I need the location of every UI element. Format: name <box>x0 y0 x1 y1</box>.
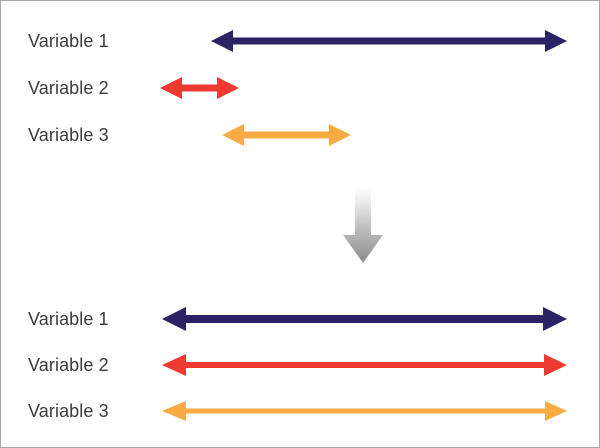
double-arrow-shape <box>162 354 567 376</box>
top-arrow-variable-3 <box>222 124 351 146</box>
down-arrow-shape <box>343 187 383 263</box>
double-arrow-shape <box>211 30 567 52</box>
bottom-label-variable-2: Variable 2 <box>28 355 109 375</box>
double-arrow-shape <box>162 401 567 421</box>
double-arrow-shape <box>222 124 351 146</box>
top-arrow-variable-1 <box>211 30 567 52</box>
bottom-label-variable-3: Variable 3 <box>28 401 109 421</box>
bottom-arrow-variable-1 <box>162 307 567 331</box>
bottom-label-variable-1: Variable 1 <box>28 309 109 329</box>
top-label-variable-1: Variable 1 <box>28 31 109 51</box>
top-label-variable-3: Variable 3 <box>28 125 109 145</box>
top-arrow-variable-2 <box>160 77 239 99</box>
arrow-down-icon <box>343 187 383 263</box>
bottom-arrow-variable-2 <box>162 354 567 376</box>
top-label-variable-2: Variable 2 <box>28 78 109 98</box>
double-arrow-shape <box>162 307 567 331</box>
bottom-arrow-variable-3 <box>162 401 567 421</box>
double-arrow-shape <box>160 77 239 99</box>
